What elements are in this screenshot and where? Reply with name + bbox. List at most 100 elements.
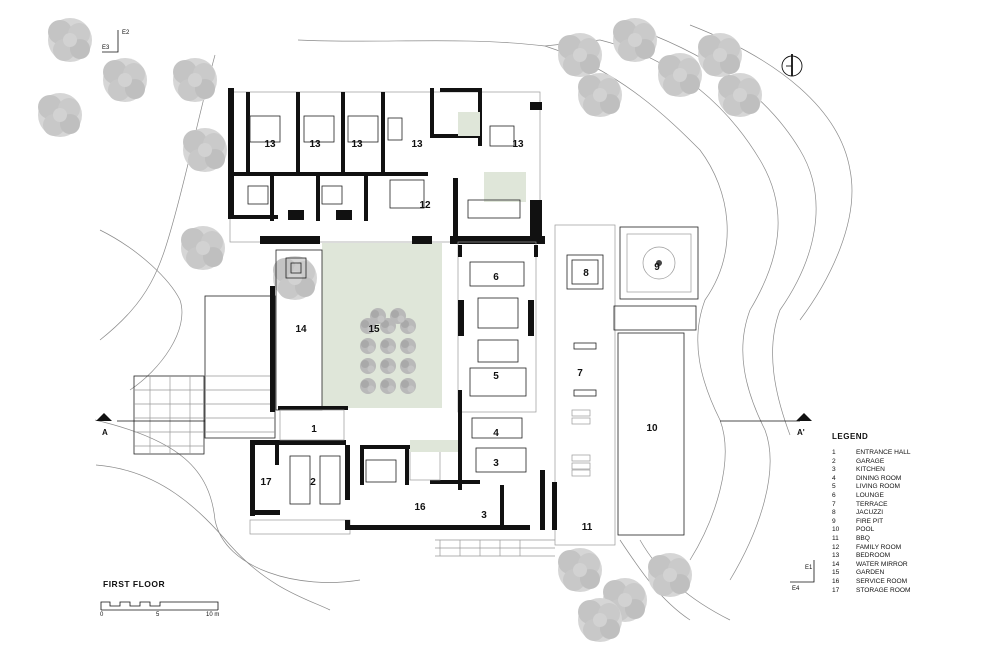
legend-item-number: 1 bbox=[832, 449, 836, 456]
beds bbox=[247, 115, 521, 219]
legend-item-number: 7 bbox=[832, 500, 836, 508]
legend-item-number: 4 bbox=[832, 474, 836, 482]
legend-item-number: 2 bbox=[832, 457, 836, 465]
legend-item-number: 6 bbox=[832, 491, 836, 499]
legend-title: LEGEND bbox=[832, 432, 869, 441]
legend-item-label: STORAGE ROOM bbox=[856, 586, 911, 594]
legend-item-number: 5 bbox=[832, 483, 836, 491]
legend-item: 8 JACUZZI bbox=[832, 509, 992, 518]
legend-item: 4 DINING ROOM bbox=[832, 475, 992, 484]
legend-item-label: JACUZZI bbox=[856, 509, 884, 517]
room-16: 16 bbox=[414, 502, 426, 513]
legend-item: 7 TERRACE bbox=[832, 501, 992, 510]
mark-e4: E4 bbox=[792, 586, 800, 592]
legend-item-label: BEDROOM bbox=[856, 552, 891, 560]
scale-tick-10: 10 m bbox=[206, 612, 220, 618]
legend-item-number: 11 bbox=[832, 534, 839, 542]
jacuzzi bbox=[566, 254, 604, 290]
legend-item: 11 BBQ bbox=[832, 535, 992, 544]
room-5: 5 bbox=[493, 371, 499, 382]
garden-shrubs bbox=[360, 308, 416, 394]
north-arrow-icon bbox=[781, 54, 803, 77]
room-7: 7 bbox=[577, 368, 583, 379]
room-9: 9 bbox=[654, 262, 660, 273]
room-13-d: 13 bbox=[411, 139, 423, 150]
pool bbox=[617, 332, 685, 536]
legend-item: 5 LIVING ROOM bbox=[832, 483, 992, 492]
entry-steps bbox=[133, 295, 555, 557]
mark-e3: E3 bbox=[102, 45, 110, 51]
legend-item-label: FIRE PIT bbox=[856, 517, 884, 525]
scale-tick-5: 5 bbox=[156, 612, 160, 618]
legend-item-label: WATER MIRROR bbox=[856, 560, 908, 568]
legend-item: 3 KITCHEN bbox=[832, 466, 992, 475]
legend-item-label: FAMILY ROOM bbox=[856, 543, 902, 551]
room-13-c: 13 bbox=[351, 139, 363, 150]
legend-item-number: 9 bbox=[832, 517, 836, 525]
room-12: 12 bbox=[419, 200, 431, 211]
legend-item-label: LIVING ROOM bbox=[856, 483, 900, 491]
room-13-a: 13 bbox=[264, 139, 276, 150]
legend-item-number: 15 bbox=[832, 569, 840, 577]
room-8: 8 bbox=[583, 268, 589, 279]
bedroom-wing bbox=[228, 88, 545, 244]
legend-item: 15 GARDEN bbox=[832, 569, 992, 578]
legend-item-number: 3 bbox=[832, 466, 836, 474]
section-a-left: A bbox=[102, 428, 108, 437]
legend-item-label: TERRACE bbox=[856, 500, 888, 508]
section-a-right: A' bbox=[797, 428, 805, 437]
elevation-marker-bottom: E1 E4 bbox=[790, 560, 815, 592]
legend-item-number: 17 bbox=[832, 586, 840, 594]
elevation-marker-top: E2 E3 bbox=[102, 30, 130, 53]
room-15: 15 bbox=[368, 324, 380, 335]
legend-item-number: 14 bbox=[832, 560, 840, 568]
service-wing bbox=[250, 440, 530, 530]
fire-pit-deck bbox=[619, 226, 699, 300]
room-17: 17 bbox=[260, 477, 272, 488]
room-labels: 1 2 3 3 4 5 6 7 8 9 10 11 12 13 13 13 13… bbox=[260, 139, 660, 533]
legend-item: 17 STORAGE ROOM bbox=[832, 587, 992, 596]
legend-item-label: GARAGE bbox=[856, 457, 885, 465]
legend-item-label: SERVICE ROOM bbox=[856, 577, 908, 585]
legend-item-label: GARDEN bbox=[856, 569, 885, 577]
room-3-kitchen: 3 bbox=[493, 458, 499, 469]
legend-item-label: KITCHEN bbox=[856, 466, 885, 474]
room-3-service: 3 bbox=[481, 510, 487, 521]
legend-item: 14 WATER MIRROR bbox=[832, 561, 992, 570]
room-13-b: 13 bbox=[309, 139, 321, 150]
scale-bar: 0 5 10 m bbox=[100, 598, 230, 624]
mark-e2: E2 bbox=[122, 30, 130, 36]
room-10: 10 bbox=[646, 423, 658, 434]
scale-tick-0: 0 bbox=[100, 612, 104, 618]
terrace-deck bbox=[554, 224, 616, 546]
floor-label: FIRST FLOOR bbox=[103, 579, 166, 589]
room-4: 4 bbox=[493, 428, 499, 439]
legend-item-label: ENTRANCE HALL bbox=[856, 449, 911, 456]
legend-item: 16 SERVICE ROOM bbox=[832, 578, 992, 587]
legend-item: 1 ENTRANCE HALL bbox=[832, 449, 992, 458]
legend-item: 2 GARAGE bbox=[832, 458, 992, 467]
legend-item-label: DINING ROOM bbox=[856, 474, 902, 482]
legend-item-number: 16 bbox=[832, 577, 840, 585]
legend: LEGEND 1 ENTRANCE HALL 2 GARAGE 3 KITCHEN 4 DIN… bbox=[832, 432, 992, 595]
room-14: 14 bbox=[295, 324, 307, 335]
legend-item-label: POOL bbox=[856, 526, 875, 534]
room-6: 6 bbox=[493, 272, 499, 283]
living-wing bbox=[457, 241, 557, 530]
room-11: 11 bbox=[582, 522, 593, 533]
legend-item: 6 LOUNGE bbox=[832, 492, 992, 501]
room-1: 1 bbox=[311, 424, 317, 435]
legend-item-label: BBQ bbox=[856, 534, 870, 542]
legend-item: 9 FIRE PIT bbox=[832, 518, 992, 527]
legend-item-number: 13 bbox=[832, 552, 840, 560]
mark-e1: E1 bbox=[805, 565, 813, 571]
legend-item: 10 POOL bbox=[832, 526, 992, 535]
legend-item: 13 BEDROOM bbox=[832, 552, 992, 561]
legend-item-number: 12 bbox=[832, 543, 840, 551]
legend-item-label: LOUNGE bbox=[856, 491, 884, 499]
room-13-e: 13 bbox=[512, 139, 524, 150]
room-2: 2 bbox=[310, 477, 316, 488]
legend-item-number: 8 bbox=[832, 509, 836, 517]
legend-item-number: 10 bbox=[832, 526, 840, 534]
